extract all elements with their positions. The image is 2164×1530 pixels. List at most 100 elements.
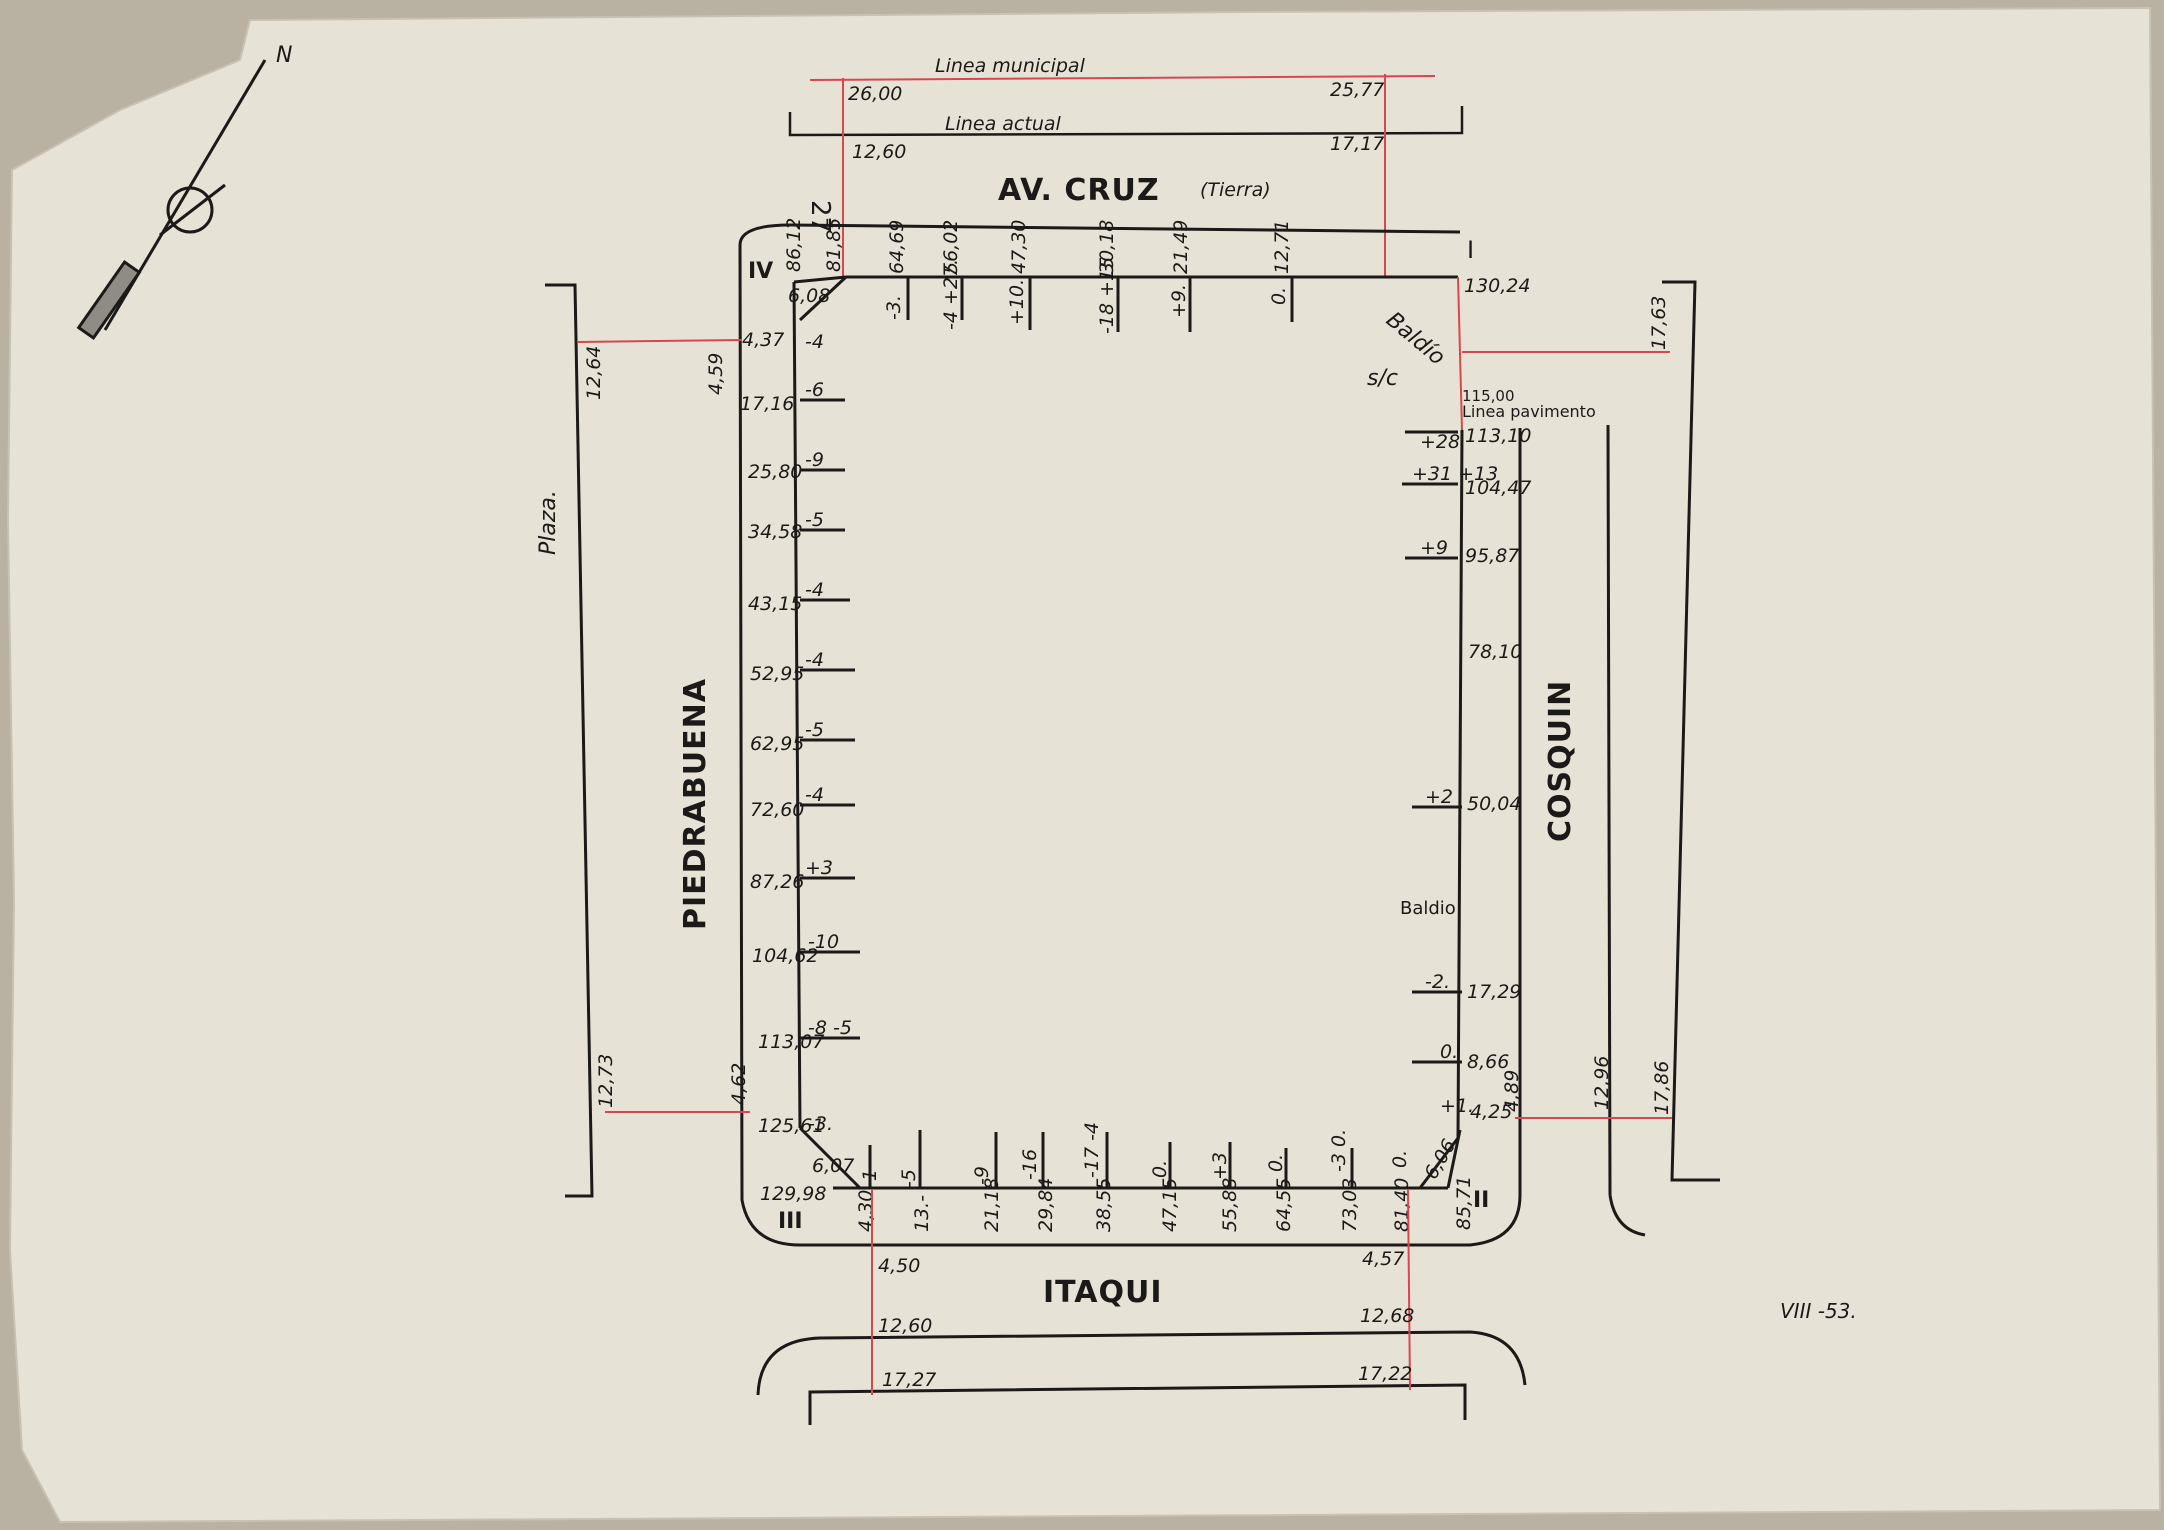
north-station: 12,710. [1268, 220, 1294, 322]
dim-municipal-left: 26,00 [848, 83, 902, 105]
street-itaqui: ITAQUI [1043, 1275, 1163, 1310]
east-station: 104,47+31 +13 [1402, 463, 1531, 499]
cosquin-curb-east [1608, 1194, 1646, 1237]
nw-chamfer-top [793, 275, 847, 284]
svg-text:-3 0.: -3 0. [1328, 1129, 1350, 1172]
svg-text:17,29: 17,29 [1467, 981, 1521, 1003]
svg-text:-16: -16 [1019, 1149, 1041, 1180]
cosquin-curb-west [1606, 424, 1612, 1196]
south-stations: 4,30-1 13.--5 21,18-9 29,84-16 38,55-17 … [855, 1122, 1413, 1232]
plaza-boundary [545, 283, 594, 1198]
property-line [792, 275, 1464, 1190]
svg-text:78,10: 78,10 [1468, 641, 1522, 663]
dim-west-4-59: 4,59 [705, 353, 727, 395]
west-station: 72,60-4 [750, 784, 855, 821]
west-station: 87,26+3 [750, 857, 855, 893]
south-station: 13.--5 [898, 1130, 933, 1232]
svg-text:+9: +9 [1420, 537, 1448, 559]
red-dim-west-top [577, 339, 743, 343]
south-station: 73,03-3 0. [1328, 1129, 1361, 1232]
west-station: 43,15-4 [748, 579, 850, 615]
west-station: 4,37-4 [742, 329, 824, 353]
svg-text:43,15: 43,15 [748, 593, 802, 615]
south-station: 29,84-16 [1019, 1132, 1057, 1232]
linea-actual-label: Linea actual [945, 113, 1062, 135]
svg-text:25,80: 25,80 [748, 461, 802, 483]
svg-text:+2: +2 [1425, 786, 1453, 808]
svg-text:-9: -9 [971, 1166, 993, 1185]
svg-text:38,55: 38,55 [1093, 1178, 1115, 1232]
chamfer-III: 6,07 [812, 1155, 854, 1177]
north-station: 47,30 +10. [1006, 220, 1032, 330]
east-station: 95,87+9 [1405, 537, 1519, 567]
svg-text:-5: -5 [805, 509, 824, 531]
dim-actual-right: 17,17 [1330, 133, 1384, 155]
svg-text:72,60: 72,60 [750, 799, 804, 821]
south-station: 81,400. [1389, 1150, 1413, 1232]
svg-text:81,40: 81,40 [1391, 1178, 1413, 1232]
svg-text:-1: -1 [859, 1169, 881, 1188]
cosquin-east-boundary [1662, 280, 1720, 1182]
dim-west-4-62: 4,62 [728, 1063, 750, 1105]
svg-text:0.: 0. [1440, 1041, 1458, 1063]
se-chamfer-b [1418, 1137, 1460, 1189]
dim-south-4-57: 4,57 [1362, 1248, 1404, 1270]
svg-text:+3: +3 [805, 857, 833, 879]
dim-east-17-63: 17,63 [1648, 296, 1670, 350]
svg-text:-18 +15: -18 +15 [1096, 257, 1118, 334]
svg-text:56,02: 56,02 [940, 220, 962, 274]
east-station: 50,04+2 [1412, 786, 1521, 815]
svg-text:55,88: 55,88 [1219, 1178, 1241, 1232]
svg-text:47,15: 47,15 [1159, 1178, 1181, 1232]
corner-value-IV-b: 81,85 [823, 218, 845, 272]
west-station: 125,61-3. [758, 1113, 833, 1137]
compass-north-icon: N [76, 43, 292, 341]
dim-south-12-68: 12,68 [1360, 1305, 1414, 1327]
svg-text:62,95: 62,95 [750, 733, 804, 755]
svg-text:-4 +27.: -4 +27. [940, 259, 962, 330]
west-station: 104,62-10 [752, 931, 860, 967]
svg-text:-4: -4 [805, 649, 824, 671]
baldio-east-label: Baldio [1400, 898, 1456, 919]
linea-municipal-label: Linea municipal [935, 55, 1086, 77]
svg-text:64,69: 64,69 [886, 220, 908, 274]
dim-east-12-96: 12,96 [1591, 1056, 1613, 1110]
corner-value-IV-a: 86,12 [783, 218, 805, 272]
north-stations: 64,69-3. 56,02-4 +27. 47,30+10. 30,18-18… [883, 220, 1294, 334]
svg-text:87,26: 87,26 [750, 871, 804, 893]
svg-text:-5: -5 [898, 1169, 920, 1188]
svg-text:-17 -4: -17 -4 [1081, 1122, 1103, 1178]
corner-IV: IV [748, 259, 773, 284]
west-station: 62,95-5 [750, 719, 855, 755]
svg-text:-8 -5: -8 -5 [808, 1017, 852, 1039]
plaza-label: Plaza. [536, 490, 561, 555]
corner-I: I [1467, 236, 1474, 264]
svg-text:8,66: 8,66 [1467, 1051, 1509, 1073]
dim-south-17-27: 17,27 [882, 1369, 936, 1391]
itaqui-curb-south [756, 1330, 1527, 1396]
svg-text:+10.: +10. [1006, 279, 1028, 325]
dim-south-17-22: 17,22 [1358, 1363, 1412, 1385]
dim-west-12-64: 12,64 [583, 346, 605, 400]
svg-text:-3.: -3. [883, 295, 905, 320]
street-av-cruz-tierra: (Tierra) [1200, 179, 1271, 201]
corner-value-III: 129,98 [760, 1183, 826, 1205]
corner-III: III [778, 1209, 803, 1234]
pencil-note: 27 [805, 200, 835, 233]
itaqui-south-boundary [808, 1383, 1467, 1425]
corner-II: II [1473, 1188, 1489, 1213]
south-station: 47,150. [1149, 1142, 1181, 1232]
svg-text:-10: -10 [808, 931, 839, 953]
svg-text:29,84: 29,84 [1035, 1178, 1057, 1232]
svg-text:+9.: +9. [1168, 284, 1190, 318]
svg-text:113,07: 113,07 [758, 1031, 824, 1053]
east-station: 17,29-2. [1412, 971, 1521, 1003]
svg-text:0.: 0. [1265, 1154, 1287, 1172]
red-dim-south-right [1407, 1189, 1411, 1391]
dim-east-4-89: 4,89 [1501, 1070, 1523, 1112]
street-cosquin: COSQUIN [1543, 680, 1578, 842]
north-station: 64,69 -3. [883, 220, 910, 320]
west-station: 113,07-8 -5 [758, 1017, 860, 1053]
svg-text:21,49: 21,49 [1170, 220, 1192, 274]
svg-text:47,30: 47,30 [1008, 220, 1030, 274]
